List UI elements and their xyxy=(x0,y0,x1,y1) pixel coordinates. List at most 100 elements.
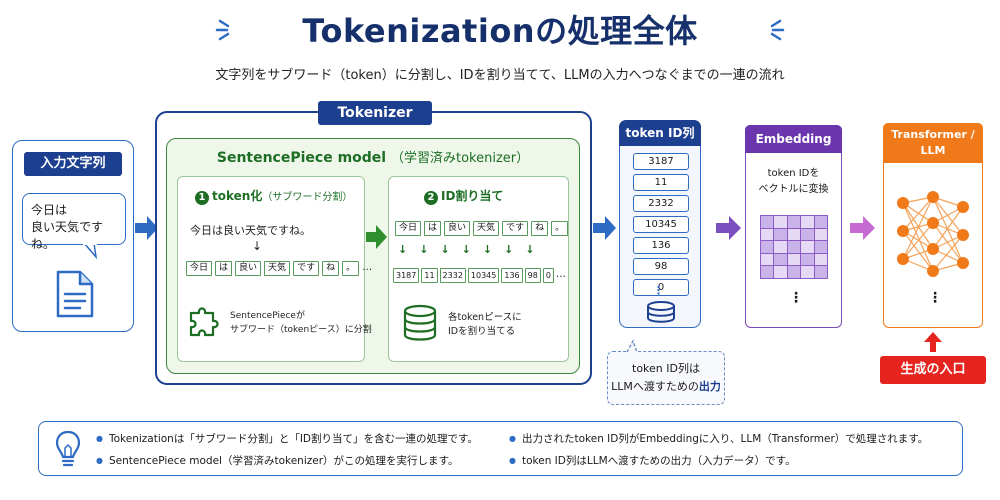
grid-cell xyxy=(801,266,814,278)
token-id-item: 2332 xyxy=(633,195,689,212)
token-id-item: 136 xyxy=(633,237,689,254)
step2-desc-line1: 各tokenピースに xyxy=(448,312,522,323)
grid-cell xyxy=(801,216,814,228)
down-arrow-icon: ↓ xyxy=(440,243,450,256)
bubble-line-1: 今日は xyxy=(31,203,68,217)
step1-sentence: 今日は良い天気ですね。 xyxy=(190,224,311,237)
arrow-embedding-to-transformer-icon xyxy=(850,216,875,240)
down-arrow-icon: ↓ xyxy=(419,243,429,256)
token-id-item: 11 xyxy=(633,174,689,191)
grid-cell xyxy=(774,266,787,278)
up-arrow-icon xyxy=(924,332,942,352)
token-piece: は xyxy=(424,221,442,236)
token-id-item: 10345 xyxy=(633,216,689,233)
grid-cell xyxy=(787,253,801,266)
embedding-description: token IDを ベクトルに変換 xyxy=(745,166,842,198)
step1-token-row: 今日 は 良い 天気 です ね 。 … xyxy=(186,261,372,276)
token-id-item: 0 xyxy=(633,279,689,296)
arrow-input-to-tokenizer-icon xyxy=(135,216,158,240)
step1-token-ellipsis: … xyxy=(362,262,373,273)
grid-cell xyxy=(814,253,827,266)
summary-bullet-1: Tokenizationは「サブワード分割」と「ID割り当て」を含む一連の処理で… xyxy=(96,431,478,446)
token-id-label: token ID列 xyxy=(619,120,701,146)
summary-bullet-4: token ID列はLLMへ渡すための出力（入力データ）です。 xyxy=(509,453,796,468)
transformer-more: ⋮ xyxy=(928,290,942,306)
embedding-vector-grid xyxy=(760,215,828,279)
summary-bullet-2: SentencePiece model（学習済みtokenizer）がこの処理を… xyxy=(96,453,459,468)
generation-entry-badge: 生成の入口 xyxy=(880,356,986,384)
token-id-database-icon xyxy=(647,301,675,323)
step1-title-note: （サブワード分割） xyxy=(262,192,353,203)
token-piece: です xyxy=(293,261,320,276)
note-line2: LLMへ渡すための出力 xyxy=(608,378,724,396)
step1-desc-line1: SentencePieceが xyxy=(230,311,305,321)
step1-number: 1 xyxy=(195,191,209,205)
grid-cell xyxy=(774,228,787,241)
token-piece: 天気 xyxy=(473,221,500,236)
token-id-item: 3187 xyxy=(633,153,689,170)
model-title-note: （学習済みtokenizer） xyxy=(390,151,530,166)
token-id: 136 xyxy=(501,268,523,283)
arrow-ids-to-embedding-icon xyxy=(716,216,741,240)
token-piece: です xyxy=(502,221,529,236)
embedding-desc-line2: ベクトルに変換 xyxy=(758,184,829,195)
grid-cell xyxy=(774,216,787,228)
arrow-step1-to-step2-icon xyxy=(366,225,387,249)
grid-cell xyxy=(761,216,774,228)
sentencepiece-model-title: SentencePiece model （学習済みtokenizer） xyxy=(166,147,580,166)
down-arrow-icon: ↓ xyxy=(461,243,471,256)
step1-title-main: token化 xyxy=(212,189,263,203)
embedding-more: ⋮ xyxy=(789,290,803,306)
token-piece: ね xyxy=(531,221,549,236)
token-piece: 天気 xyxy=(264,261,291,276)
grid-cell xyxy=(774,253,787,266)
step2-arrow-row: ↓ ↓ ↓ ↓ ↓ ↓ ↓ xyxy=(398,243,535,256)
token-piece: 。 xyxy=(551,221,569,236)
transformer-label: Transformer / LLM xyxy=(883,123,983,163)
token-id-item: 98 xyxy=(633,258,689,275)
grid-cell xyxy=(814,241,827,253)
grid-cell xyxy=(787,228,801,241)
step1-down-arrow: ↓ xyxy=(252,239,263,253)
page-subtitle: 文字列をサブワード（token）に分割し、IDを割り当てて、LLMの入力へつなぐ… xyxy=(215,68,785,83)
step2-id-ellipsis: … xyxy=(555,269,566,280)
grid-cell xyxy=(761,266,774,278)
token-piece: ね xyxy=(322,261,340,276)
down-arrow-icon: ↓ xyxy=(525,243,535,256)
note-line2-a: LLMへ渡すための xyxy=(611,380,699,393)
grid-cell xyxy=(787,241,801,253)
token-id: 98 xyxy=(524,268,541,283)
document-icon xyxy=(56,270,94,318)
step2-token-row: 今日 は 良い 天気 です ね 。 xyxy=(395,221,569,236)
note-line1: token ID列は xyxy=(632,362,700,375)
grid-cell xyxy=(801,228,814,241)
grid-cell xyxy=(814,216,827,228)
token-piece: 良い xyxy=(444,221,471,236)
step2-number: 2 xyxy=(424,191,438,205)
lightbulb-icon xyxy=(55,430,81,467)
token-piece: は xyxy=(215,261,233,276)
grid-cell xyxy=(761,241,774,253)
input-speech-bubble: 今日は 良い天気ですね。 xyxy=(22,193,126,251)
grid-cell xyxy=(761,253,774,266)
token-id-note: token ID列は LLMへ渡すための出力 xyxy=(607,351,725,405)
left-burst-icon xyxy=(215,19,230,41)
token-id-list: 3187 11 2332 10345 136 98 0 xyxy=(633,153,689,296)
token-piece: 今日 xyxy=(186,261,213,276)
token-id: 11 xyxy=(421,268,438,283)
transformer-label-line1: Transformer / xyxy=(891,128,975,141)
step1-description: SentencePieceが サブワード（tokenピース）に分割 xyxy=(230,309,372,337)
grid-cell xyxy=(787,216,801,228)
token-id: 2332 xyxy=(439,268,466,283)
step2-description: 各tokenピースに IDを割り当てる xyxy=(448,311,522,339)
grid-cell xyxy=(814,228,827,241)
step1-desc-line2: サブワード（tokenピース）に分割 xyxy=(230,325,372,335)
token-id: 10345 xyxy=(467,268,500,283)
step2-desc-line2: IDを割り当てる xyxy=(448,326,516,337)
transformer-label-line2: LLM xyxy=(920,144,946,157)
neural-network-icon xyxy=(897,191,969,277)
bubble-tail-icon xyxy=(83,243,98,259)
grid-cell xyxy=(801,241,814,253)
step2-title-main: ID割り当て xyxy=(441,189,504,203)
